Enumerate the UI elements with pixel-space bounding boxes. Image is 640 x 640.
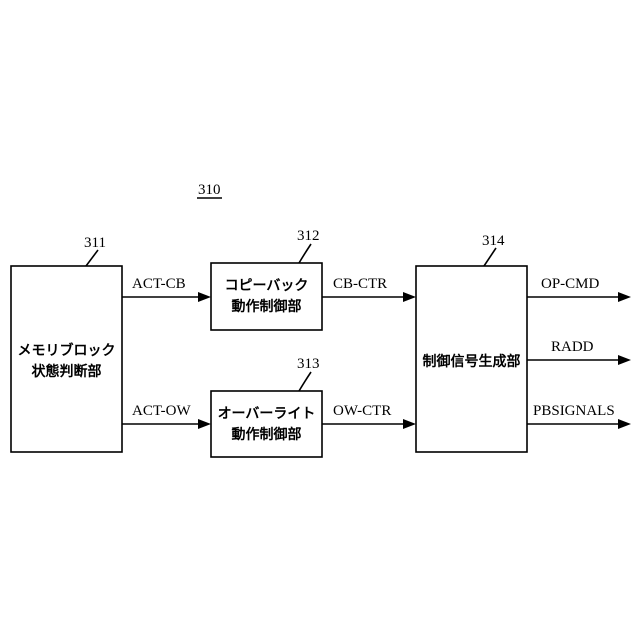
ow-ctr-label: OW-CTR	[333, 403, 391, 419]
act-cb-label: ACT-CB	[132, 276, 186, 292]
op-cmd-label: OP-CMD	[541, 276, 600, 292]
block-312-leader	[299, 244, 311, 263]
block-313-overwrite-control	[211, 391, 322, 457]
pbsignals-label: PBSIGNALS	[533, 403, 615, 419]
cb-ctr-label: CB-CTR	[333, 276, 387, 292]
block-312-label-line2: 動作制御部	[232, 298, 302, 315]
cb-ctr-arrowhead	[403, 292, 416, 302]
block-311-label-line2: 状態判断部	[32, 363, 102, 380]
block-311-leader	[86, 250, 98, 266]
op-cmd-arrowhead	[618, 292, 631, 302]
block-312-label-line1: コピーバック	[225, 278, 309, 294]
radd-label: RADD	[551, 339, 594, 355]
block-314-ref: 314	[482, 233, 505, 249]
block-311-ref: 311	[84, 235, 106, 251]
ow-ctr-arrowhead	[403, 419, 416, 429]
radd-arrowhead	[618, 355, 631, 365]
block-312-ref: 312	[297, 228, 320, 244]
block-313-ref: 313	[297, 356, 320, 372]
act-ow-label: ACT-OW	[132, 403, 191, 419]
block-311-memory-block-status	[11, 266, 122, 452]
block-314-label: 制御信号生成部	[423, 353, 521, 370]
block-314-leader	[484, 248, 496, 266]
block-311-label-line1: メモリブロック	[18, 342, 116, 359]
pbsignals-arrowhead	[618, 419, 631, 429]
block-313-label-line2: 動作制御部	[232, 426, 302, 443]
act-ow-arrowhead	[198, 419, 211, 429]
block-312-copyback-control	[211, 263, 322, 330]
block-313-label-line1: オーバーライト	[218, 406, 316, 422]
block-313-leader	[299, 372, 311, 391]
figure-ref: 310	[198, 182, 221, 198]
act-cb-arrowhead	[198, 292, 211, 302]
